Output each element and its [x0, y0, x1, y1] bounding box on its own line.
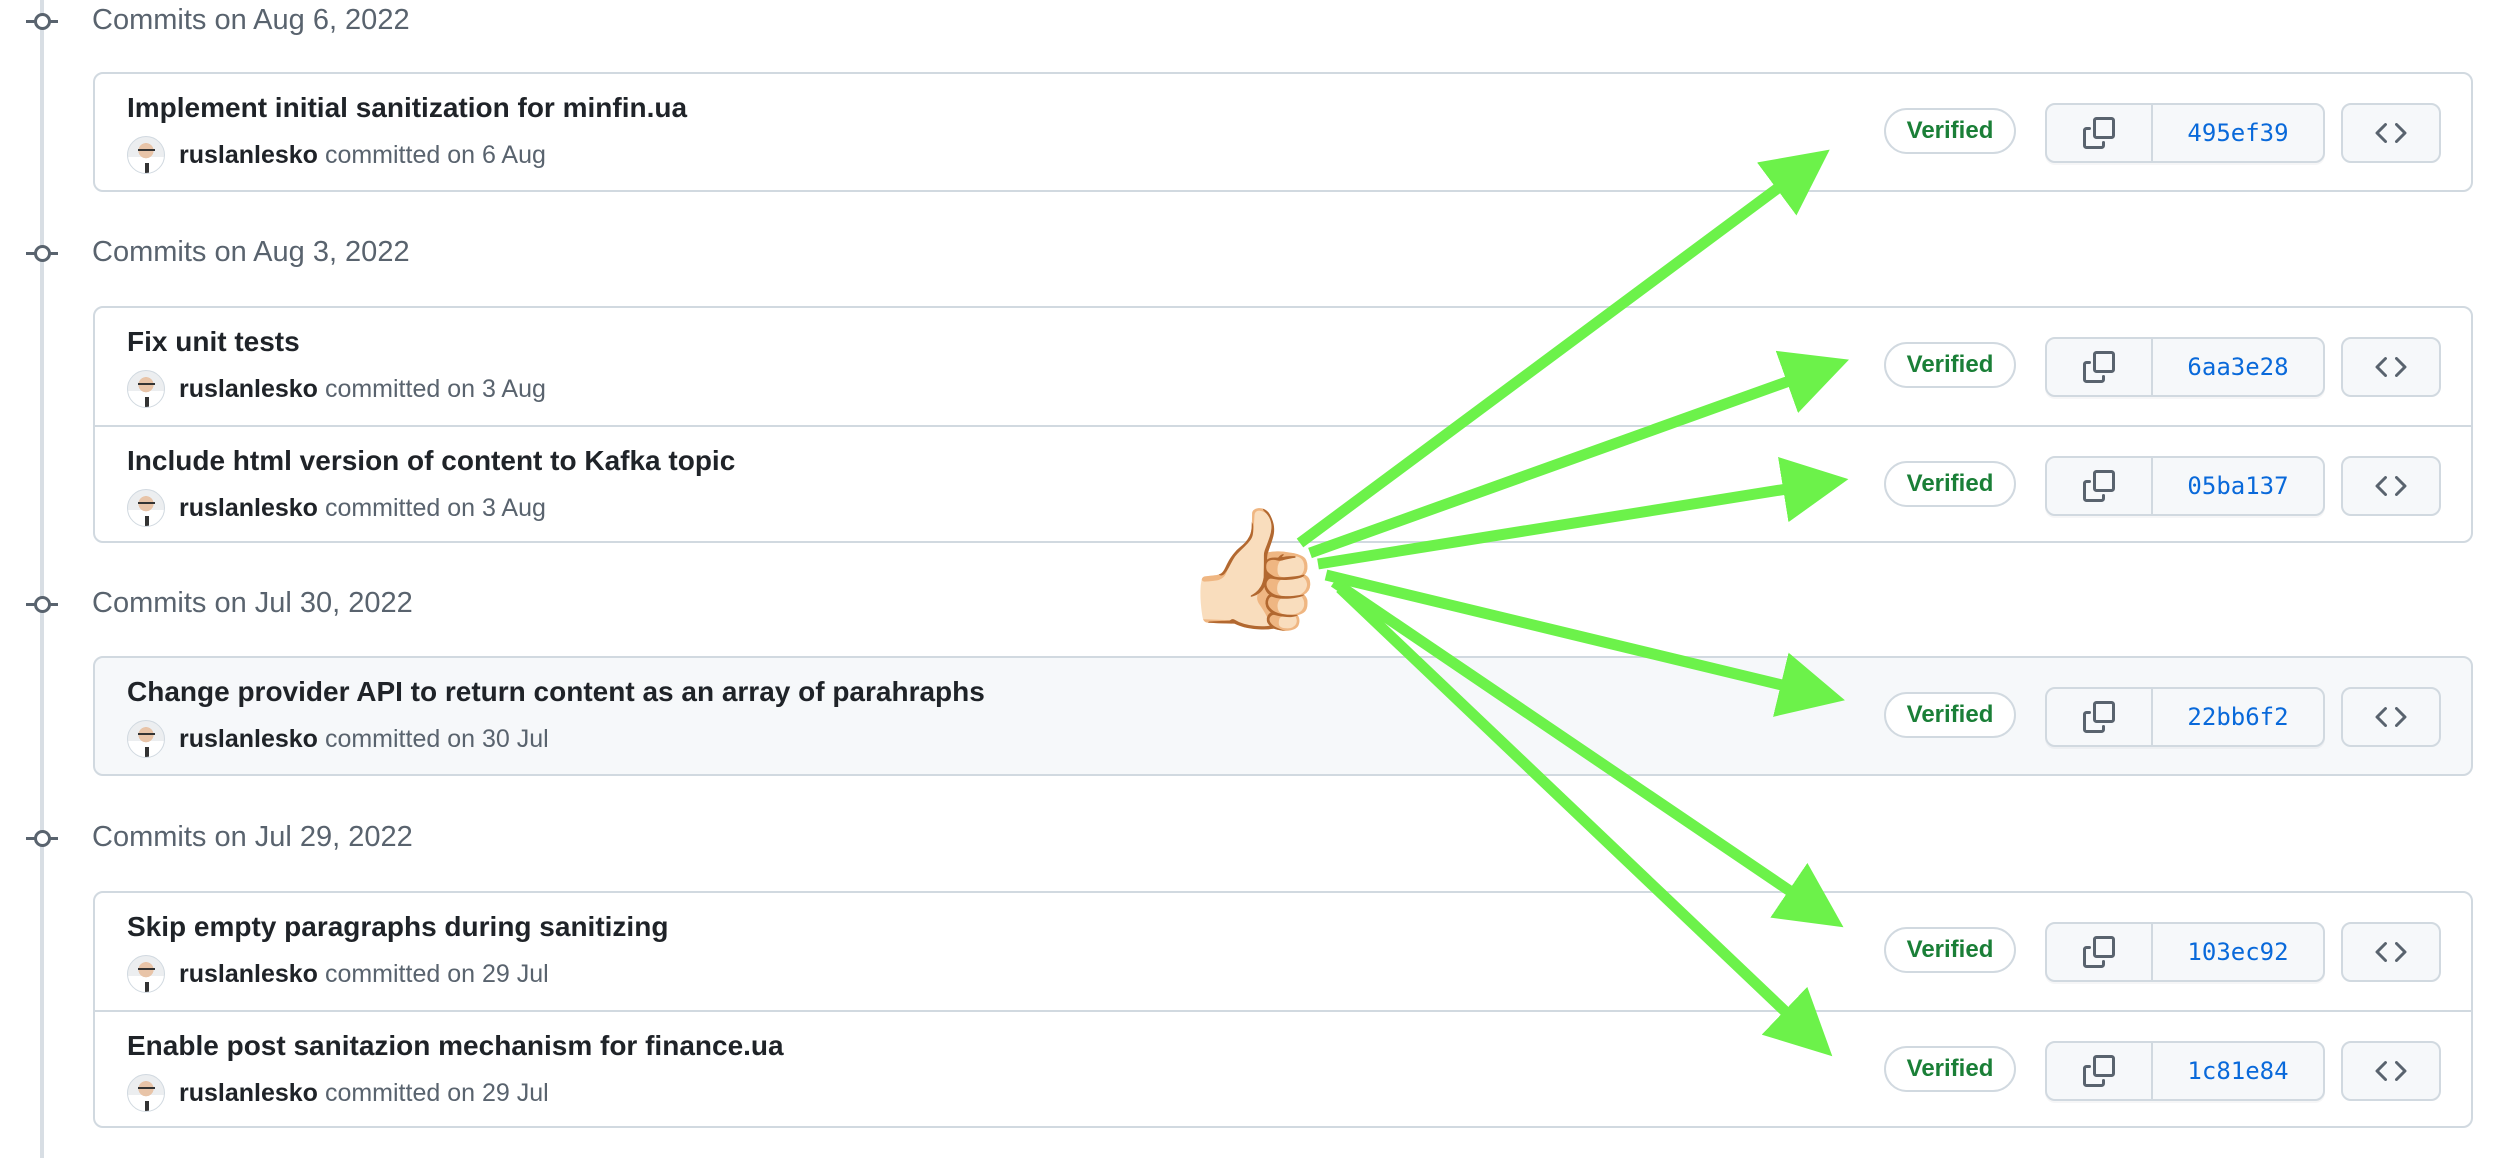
commit-date: committed on 3 Aug [324, 493, 546, 522]
commit-row: Implement initial sanitization for minfi… [95, 74, 2471, 190]
commit-meta: ruslanlesko committed on 3 Aug [127, 370, 546, 408]
verified-badge[interactable]: Verified [1884, 108, 2016, 154]
author-link[interactable]: ruslanlesko [179, 1078, 318, 1107]
commit-list: Fix unit tests ruslanlesko committed on … [93, 306, 2473, 543]
browse-code-button[interactable] [2341, 337, 2441, 397]
group-date-label: Commits on Aug 3, 2022 [92, 236, 410, 268]
commit-title-link[interactable]: Fix unit tests [127, 326, 300, 357]
commit-sha-link[interactable]: 495ef39 [2187, 119, 2289, 147]
avatar[interactable] [127, 1074, 165, 1112]
copy-sha-button[interactable] [2047, 924, 2153, 980]
git-commit-icon [26, 1, 58, 41]
browse-code-button[interactable] [2341, 922, 2441, 982]
group-date-label: Commits on Aug 6, 2022 [92, 4, 410, 36]
author-link[interactable]: ruslanlesko [179, 140, 318, 169]
commit-title-link[interactable]: Enable post sanitazion mechanism for fin… [127, 1030, 784, 1061]
commit-row: Skip empty paragraphs during sanitizing … [95, 893, 2471, 1010]
commit-meta: ruslanlesko committed on 29 Jul [127, 955, 549, 993]
code-brackets-icon [2375, 706, 2407, 728]
sha-button-group: 6aa3e28 [2045, 337, 2325, 397]
verified-badge[interactable]: Verified [1884, 927, 2016, 973]
copy-sha-button[interactable] [2047, 689, 2153, 745]
code-brackets-icon [2375, 122, 2407, 144]
commit-sha-link[interactable]: 6aa3e28 [2187, 353, 2289, 381]
copy-sha-button[interactable] [2047, 339, 2153, 395]
commit-row: Change provider API to return content as… [95, 658, 2471, 774]
avatar[interactable] [127, 955, 165, 993]
timeline-line [40, 0, 44, 1158]
sha-button-group: 495ef39 [2045, 103, 2325, 163]
commit-row: Enable post sanitazion mechanism for fin… [95, 1010, 2471, 1126]
commit-meta: ruslanlesko committed on 29 Jul [127, 1074, 549, 1112]
sha-button-group: 05ba137 [2045, 456, 2325, 516]
verified-badge[interactable]: Verified [1884, 692, 2016, 738]
commit-meta: ruslanlesko committed on 3 Aug [127, 489, 546, 527]
browse-code-button[interactable] [2341, 456, 2441, 516]
commit-date: committed on 6 Aug [324, 140, 546, 169]
copy-sha-button[interactable] [2047, 1043, 2153, 1099]
commit-row: Include html version of content to Kafka… [95, 425, 2471, 541]
commit-meta: ruslanlesko committed on 6 Aug [127, 136, 546, 174]
code-brackets-icon [2375, 1060, 2407, 1082]
commit-date: committed on 30 Jul [324, 724, 549, 753]
author-link[interactable]: ruslanlesko [179, 724, 318, 753]
commit-title-link[interactable]: Implement initial sanitization for minfi… [127, 92, 688, 123]
git-commit-icon [26, 584, 58, 624]
browse-code-button[interactable] [2341, 103, 2441, 163]
avatar[interactable] [127, 370, 165, 408]
commit-title-link[interactable]: Include html version of content to Kafka… [127, 445, 736, 476]
avatar[interactable] [127, 489, 165, 527]
copy-icon [2083, 1055, 2115, 1087]
sha-button-group: 103ec92 [2045, 922, 2325, 982]
commit-title-link[interactable]: Skip empty paragraphs during sanitizing [127, 911, 669, 942]
commit-date: committed on 29 Jul [324, 1078, 549, 1107]
copy-icon [2083, 470, 2115, 502]
copy-icon [2083, 701, 2115, 733]
verified-badge[interactable]: Verified [1884, 1046, 2016, 1092]
copy-sha-button[interactable] [2047, 458, 2153, 514]
verified-badge[interactable]: Verified [1884, 342, 2016, 388]
code-brackets-icon [2375, 356, 2407, 378]
group-date-label: Commits on Jul 30, 2022 [92, 587, 413, 619]
sha-button-group: 1c81e84 [2045, 1041, 2325, 1101]
git-commit-icon [26, 233, 58, 273]
browse-code-button[interactable] [2341, 1041, 2441, 1101]
commit-row: Fix unit tests ruslanlesko committed on … [95, 308, 2471, 425]
thumbs-up-emoji: 👍🏻 [1180, 503, 1327, 635]
verified-badge[interactable]: Verified [1884, 461, 2016, 507]
avatar[interactable] [127, 720, 165, 758]
commit-meta: ruslanlesko committed on 30 Jul [127, 720, 549, 758]
code-brackets-icon [2375, 941, 2407, 963]
git-commit-icon [26, 818, 58, 858]
commit-title-link[interactable]: Change provider API to return content as… [127, 676, 985, 707]
commit-list: Change provider API to return content as… [93, 656, 2473, 776]
avatar[interactable] [127, 136, 165, 174]
commit-date: committed on 29 Jul [324, 959, 549, 988]
commit-sha-link[interactable]: 1c81e84 [2187, 1057, 2289, 1085]
commit-sha-link[interactable]: 22bb6f2 [2187, 703, 2289, 731]
browse-code-button[interactable] [2341, 687, 2441, 747]
author-link[interactable]: ruslanlesko [179, 959, 318, 988]
code-brackets-icon [2375, 475, 2407, 497]
commit-list: Skip empty paragraphs during sanitizing … [93, 891, 2473, 1128]
group-date-label: Commits on Jul 29, 2022 [92, 821, 413, 853]
sha-button-group: 22bb6f2 [2045, 687, 2325, 747]
copy-sha-button[interactable] [2047, 105, 2153, 161]
author-link[interactable]: ruslanlesko [179, 493, 318, 522]
copy-icon [2083, 351, 2115, 383]
author-link[interactable]: ruslanlesko [179, 374, 318, 403]
commit-date: committed on 3 Aug [324, 374, 546, 403]
commit-list: Implement initial sanitization for minfi… [93, 72, 2473, 192]
copy-icon [2083, 117, 2115, 149]
commit-sha-link[interactable]: 05ba137 [2187, 472, 2289, 500]
commit-sha-link[interactable]: 103ec92 [2187, 938, 2289, 966]
copy-icon [2083, 936, 2115, 968]
